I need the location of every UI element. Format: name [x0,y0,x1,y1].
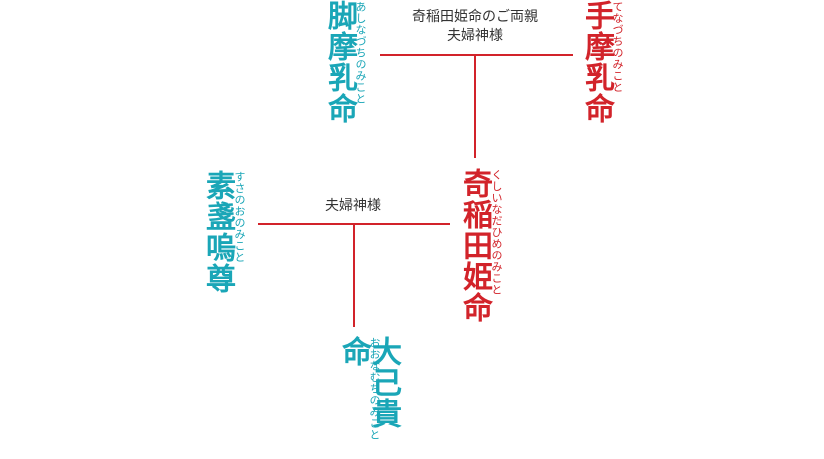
parents-marriage-line [380,54,573,56]
deity-kushiinada-reading: くしいなだひめのみこと [490,169,503,296]
deity-susanoo-name: 素盞嗚尊 [200,170,235,294]
deity-kushiinada-name: 奇稲田姫命 [457,168,492,323]
couple-caption: 夫婦神様 [325,198,381,214]
deity-tenazuchi-name: 手摩乳命 [579,0,614,124]
parents-caption-line1: 奇稲田姫命のご両親 [412,9,538,25]
deity-tenazuchi-reading: てなづちのみこと [611,1,624,93]
deity-ashinazuchi-name: 脚摩乳命 [322,0,357,124]
deity-onamuchi-reading: おおなむちのみこと [368,337,381,441]
parents-caption-line2: 夫婦神様 [447,28,503,44]
deity-susanoo-reading: すさのおのみこと [233,171,246,263]
parents-descent-line [474,54,476,158]
deity-ashinazuchi-reading: あしなづちのみこと [354,1,367,105]
parents-caption: 奇稲田姫命のご両親 夫婦神様 [390,8,560,46]
couple-descent-line [353,223,355,327]
deity-onamuchi-name: 大己貴命 [336,336,401,429]
